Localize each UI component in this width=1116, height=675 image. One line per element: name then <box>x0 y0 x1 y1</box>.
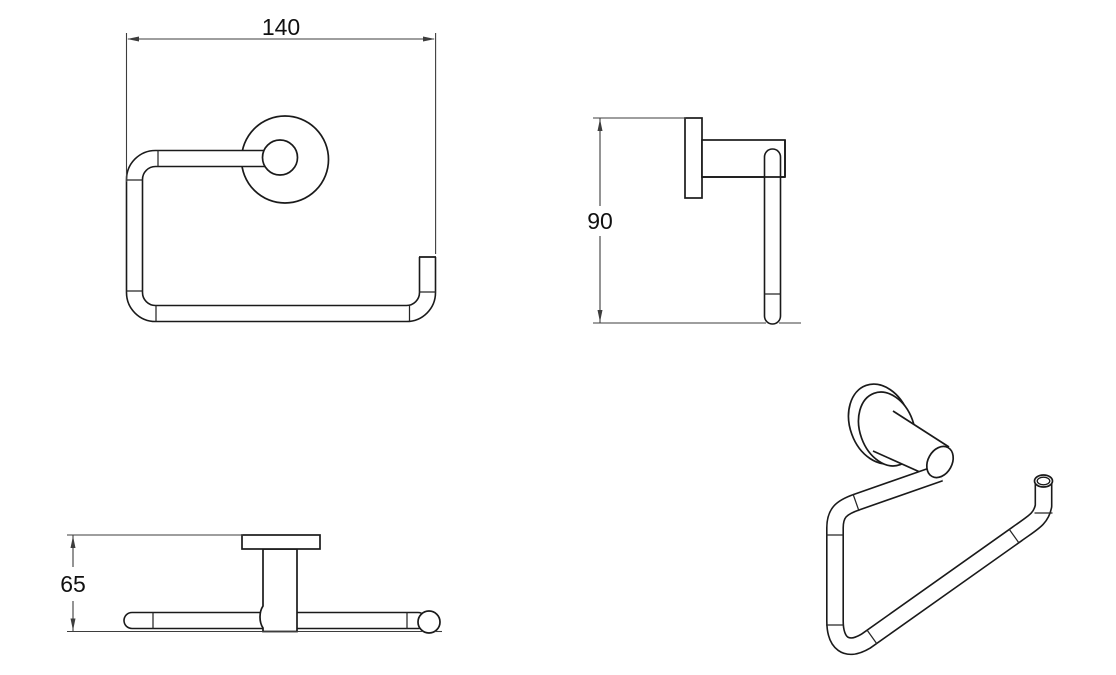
holder-bar-body <box>827 466 1051 654</box>
arrowhead-top <box>70 536 76 548</box>
post-end-cap <box>925 445 955 479</box>
bar-tip-circle <box>417 610 441 634</box>
width-dimension: 140 <box>125 14 437 254</box>
dimension-label-depth: 65 <box>60 571 86 597</box>
arrowhead-bottom <box>70 618 76 631</box>
post-top-edge <box>892 410 950 448</box>
holder-bar-body <box>127 151 435 321</box>
arrowhead-right <box>423 36 435 42</box>
dimension-label-width: 140 <box>262 14 300 40</box>
side-view: 90 <box>587 117 801 325</box>
wall-plate-top <box>241 534 321 550</box>
arrowhead-top <box>597 119 603 131</box>
front-view: 140 <box>125 14 437 323</box>
bend-tick <box>866 629 878 645</box>
top-view: 65 <box>60 534 442 634</box>
depth-dimension: 65 <box>60 534 442 633</box>
wall-plate <box>684 117 703 199</box>
bend-tick <box>852 493 860 512</box>
isometric-view <box>826 383 1054 656</box>
post-end-circle <box>261 139 299 176</box>
arrowhead-bottom <box>597 310 603 322</box>
post-stem <box>259 548 298 633</box>
bend-tick <box>1008 528 1020 544</box>
dimension-label-height: 90 <box>587 208 613 234</box>
arrowhead-left <box>127 36 139 42</box>
height-dimension: 90 <box>587 117 801 324</box>
bar-tip-inner-rim <box>1036 476 1051 486</box>
